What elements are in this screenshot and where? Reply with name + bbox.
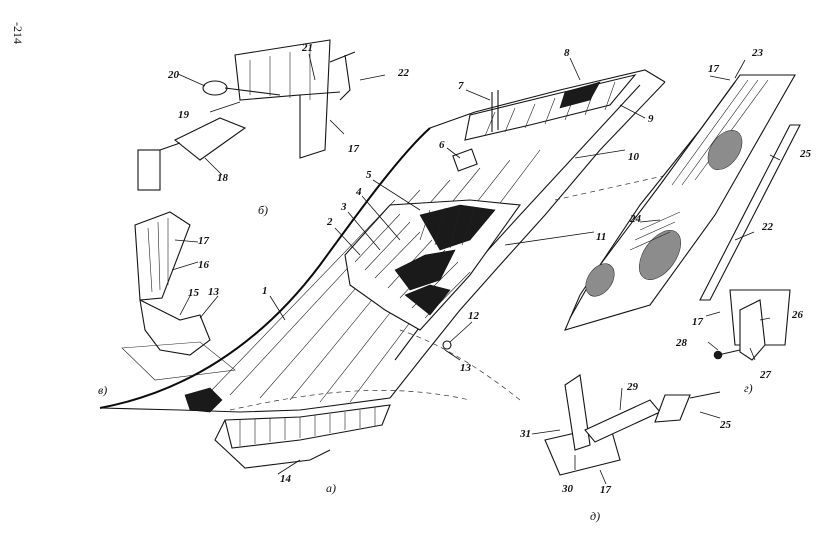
actuator-plate xyxy=(234,39,331,159)
callout-17-hinge: 17 xyxy=(692,316,704,328)
rudder-opening-2 xyxy=(639,230,681,280)
callout-21: 21 xyxy=(301,42,313,54)
hinge-fitting-view xyxy=(713,289,791,361)
callout-17-actuator: 17 xyxy=(348,143,360,155)
callout-12: 12 xyxy=(468,310,480,322)
callout-24: 24 xyxy=(629,213,642,225)
callout-3: 3 xyxy=(340,201,347,213)
view-label-g: г) xyxy=(744,381,753,395)
fairing-fitting-view xyxy=(121,211,236,381)
callout-27: 27 xyxy=(759,369,772,381)
fin-tip-edge xyxy=(429,69,666,129)
callout-11: 11 xyxy=(596,231,606,243)
callout-30: 30 xyxy=(561,483,574,495)
callout-25-rudder: 25 xyxy=(799,148,812,160)
callout-13-fitting: 13 xyxy=(208,286,220,298)
bottom-fairing xyxy=(214,404,391,469)
callout-5: 5 xyxy=(366,169,372,181)
callout-22-actuator: 22 xyxy=(397,67,410,79)
callout-10: 10 xyxy=(628,151,640,163)
callout-31: 31 xyxy=(519,428,531,440)
callout-22-rudder: 22 xyxy=(761,221,774,233)
tip-box-structure xyxy=(464,74,637,141)
page-number: -214 xyxy=(11,22,25,44)
trim-actuator-column xyxy=(564,374,591,451)
callout-6: 6 xyxy=(439,139,445,151)
access-hatch xyxy=(452,148,478,172)
callout-29: 29 xyxy=(626,381,639,393)
root-fitting xyxy=(442,340,452,350)
callout-15: 15 xyxy=(188,287,200,299)
main-fin-assembly xyxy=(99,69,691,469)
actuator-assembly-view xyxy=(137,39,356,191)
actuator-crank xyxy=(202,80,228,96)
callout-26: 26 xyxy=(791,309,804,321)
rudder-assembly xyxy=(564,74,801,331)
callout-17-rudder: 17 xyxy=(708,63,720,75)
callout-9: 9 xyxy=(648,113,654,125)
callout-14: 14 xyxy=(280,473,292,485)
view-label-b: б) xyxy=(258,203,268,217)
callout-7: 7 xyxy=(458,80,464,92)
attachment-fitting xyxy=(184,387,223,413)
callout-25-trim: 25 xyxy=(719,419,732,431)
callout-2: 2 xyxy=(326,216,333,228)
leader-lines xyxy=(171,53,781,485)
callout-16: 16 xyxy=(198,259,210,271)
hinge-bracket xyxy=(739,299,766,361)
view-label-v: в) xyxy=(98,383,107,397)
trim-actuator-rod xyxy=(584,399,661,443)
trim-tab-piece xyxy=(654,394,691,423)
callout-20: 20 xyxy=(167,69,180,81)
callout-23: 23 xyxy=(751,47,764,59)
rudder-opening-1 xyxy=(707,130,743,170)
antenna-rods xyxy=(491,90,499,132)
callout-8: 8 xyxy=(564,47,570,59)
callout-1: 1 xyxy=(262,285,268,297)
view-label-d: д) xyxy=(590,509,600,523)
rudder-opening-3 xyxy=(585,263,615,297)
callout-17-trim: 17 xyxy=(600,484,612,496)
fin-root-edge xyxy=(99,397,391,413)
callout-28: 28 xyxy=(675,337,688,349)
fitting-bracket xyxy=(139,299,211,356)
actuator-mount xyxy=(137,149,161,191)
callout-18: 18 xyxy=(217,172,229,184)
callout-4: 4 xyxy=(355,186,362,198)
callout-17-fairing: 17 xyxy=(198,235,210,247)
trim-tab-strip xyxy=(699,124,801,301)
leading-edge-curve xyxy=(99,127,431,409)
fuselage-outline xyxy=(229,329,521,411)
actuator-cylinder xyxy=(173,117,247,161)
fairing-body xyxy=(134,211,191,301)
trim-actuator-view xyxy=(544,374,721,476)
rib-bay-structure xyxy=(344,199,521,331)
fin-trailing-edge xyxy=(389,81,666,399)
callout-13-main: 13 xyxy=(460,362,472,374)
callout-19: 19 xyxy=(178,109,190,121)
view-label-a: а) xyxy=(326,481,336,495)
